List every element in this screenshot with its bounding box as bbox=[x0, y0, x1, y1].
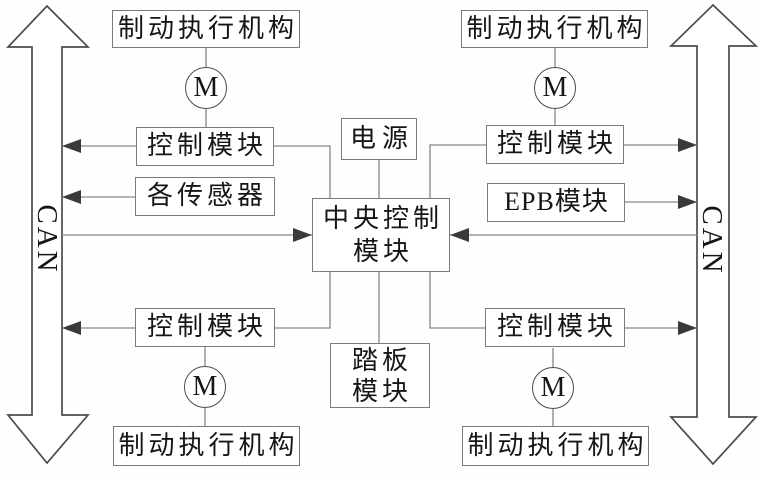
box-control-module-top-left: 控制模块 bbox=[136, 127, 274, 166]
can-bus-right-double-arrow bbox=[668, 3, 759, 466]
arrowhead-to-left-bus-3 bbox=[62, 321, 81, 335]
central-control-line1: 中央控制 bbox=[322, 204, 443, 233]
box-brake-actuator-top-right: 制动执行机构 bbox=[461, 10, 648, 48]
box-control-module-bottom-right: 控制模块 bbox=[485, 308, 625, 347]
vertical-connectors bbox=[204, 48, 556, 426]
box-pedal-module: 踏板 模块 bbox=[330, 343, 430, 408]
arrowheads bbox=[62, 138, 697, 335]
box-control-module-top-right: 控制模块 bbox=[486, 125, 624, 164]
box-brake-actuator-top-left: 制动执行机构 bbox=[112, 10, 300, 48]
motor-circle-bottom-left: M bbox=[184, 366, 226, 408]
pedal-module-line2: 模块 bbox=[351, 376, 412, 406]
arrowhead-to-right-bus-1 bbox=[678, 138, 697, 152]
box-brake-actuator-bottom-right: 制动执行机构 bbox=[462, 426, 649, 466]
arrowhead-to-central-left bbox=[293, 228, 312, 242]
central-branches bbox=[274, 144, 486, 343]
box-brake-actuator-bottom-left: 制动执行机构 bbox=[113, 426, 300, 466]
central-control-line2: 模块 bbox=[352, 237, 413, 266]
arrowhead-to-right-bus-3 bbox=[678, 321, 697, 335]
can-bus-left-double-arrow bbox=[6, 4, 91, 465]
arrowhead-to-central-right bbox=[450, 228, 469, 242]
box-epb-module: EPB模块 bbox=[487, 183, 625, 222]
arrowhead-to-right-bus-2 bbox=[678, 195, 697, 209]
can-bus-left-label: CAN bbox=[31, 204, 64, 275]
pedal-module-line1: 踏板 bbox=[351, 345, 412, 375]
can-bus-right-label: CAN bbox=[696, 205, 729, 276]
arrowhead-to-left-bus-2 bbox=[62, 190, 81, 204]
box-control-module-bottom-left: 控制模块 bbox=[135, 308, 275, 347]
arrowhead-to-left-bus-1 bbox=[62, 139, 81, 153]
motor-circle-top-right: M bbox=[534, 67, 576, 109]
box-sensors: 各传感器 bbox=[135, 177, 275, 216]
box-central-control-module: 中央控制 模块 bbox=[312, 198, 450, 272]
box-power-supply: 电源 bbox=[341, 118, 417, 160]
motor-circle-top-left: M bbox=[185, 67, 227, 109]
motor-circle-bottom-right: M bbox=[532, 367, 574, 409]
